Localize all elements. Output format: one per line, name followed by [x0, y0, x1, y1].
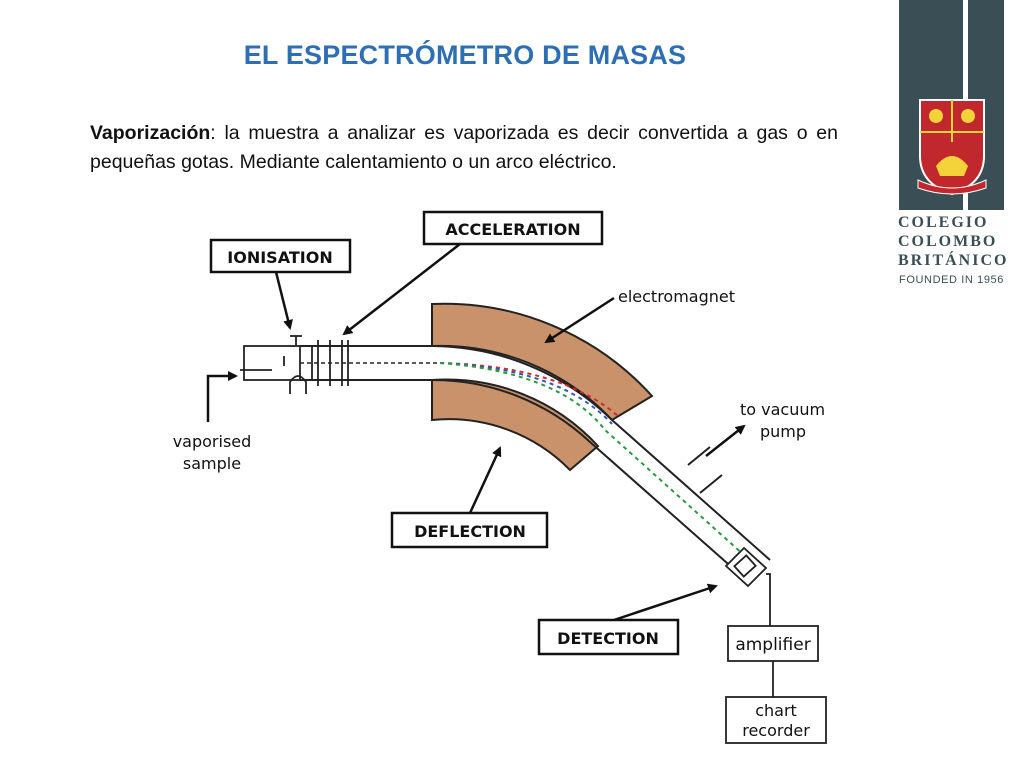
vacuum-label-line1: to vacuum — [740, 400, 825, 419]
electromagnet-upper — [431, 302, 654, 422]
flight-tube — [300, 345, 771, 579]
electromagnet-lower — [431, 378, 600, 472]
chart-recorder-box: chart recorder — [725, 696, 827, 744]
slide-title: EL ESPECTRÓMETRO DE MASAS — [243, 40, 687, 70]
detection-label-box: DETECTION — [537, 618, 680, 656]
acceleration-label-box: ACCELERATION — [422, 210, 604, 246]
sample-label-line1: vaporised — [173, 432, 252, 451]
deflection-arrow — [468, 446, 502, 514]
vaporization-term: Vaporización — [90, 122, 211, 144]
vacuum-label-line2: pump — [760, 422, 806, 441]
brand-name-line2: COLOMBO — [898, 233, 998, 250]
brand-founded: FOUNDED IN 1956 — [899, 274, 1004, 286]
vacuum-pump-arrow — [705, 424, 746, 457]
detection-label: DETECTION — [557, 629, 659, 648]
deflection-label-box: DEFLECTION — [390, 511, 549, 549]
amplifier-box: amplifier — [727, 625, 819, 662]
acceleration-arrow — [342, 243, 461, 336]
detector — [724, 546, 771, 628]
brand-name-line3: BRITÁNICO — [898, 252, 1009, 269]
school-crest-icon — [917, 99, 987, 196]
ionisation-label-box: IONISATION — [209, 238, 352, 274]
ionisation-chamber — [240, 335, 349, 394]
chart-recorder-label-line1: chart — [755, 701, 797, 720]
ionisation-arrow — [274, 271, 293, 330]
electromagnet-label: electromagnet — [618, 287, 735, 306]
deflection-label: DEFLECTION — [414, 522, 526, 541]
vaporization-description: : la muestra a analizar es vaporizada es… — [90, 122, 838, 173]
vacuum-pump-connector — [687, 446, 723, 494]
detection-arrow — [613, 583, 718, 622]
brand-name-line1: COLEGIO — [898, 214, 989, 231]
acceleration-label: ACCELERATION — [445, 220, 580, 239]
sample-label-line2: sample — [183, 454, 241, 473]
chart-recorder-label-line2: recorder — [742, 721, 810, 740]
sample-inlet-arrow — [206, 371, 238, 422]
amplifier-label: amplifier — [735, 635, 810, 655]
electromagnet-arrow — [544, 296, 615, 344]
ionisation-label: IONISATION — [227, 248, 332, 267]
vaporization-paragraph: Vaporización: la muestra a analizar es v… — [90, 119, 838, 177]
